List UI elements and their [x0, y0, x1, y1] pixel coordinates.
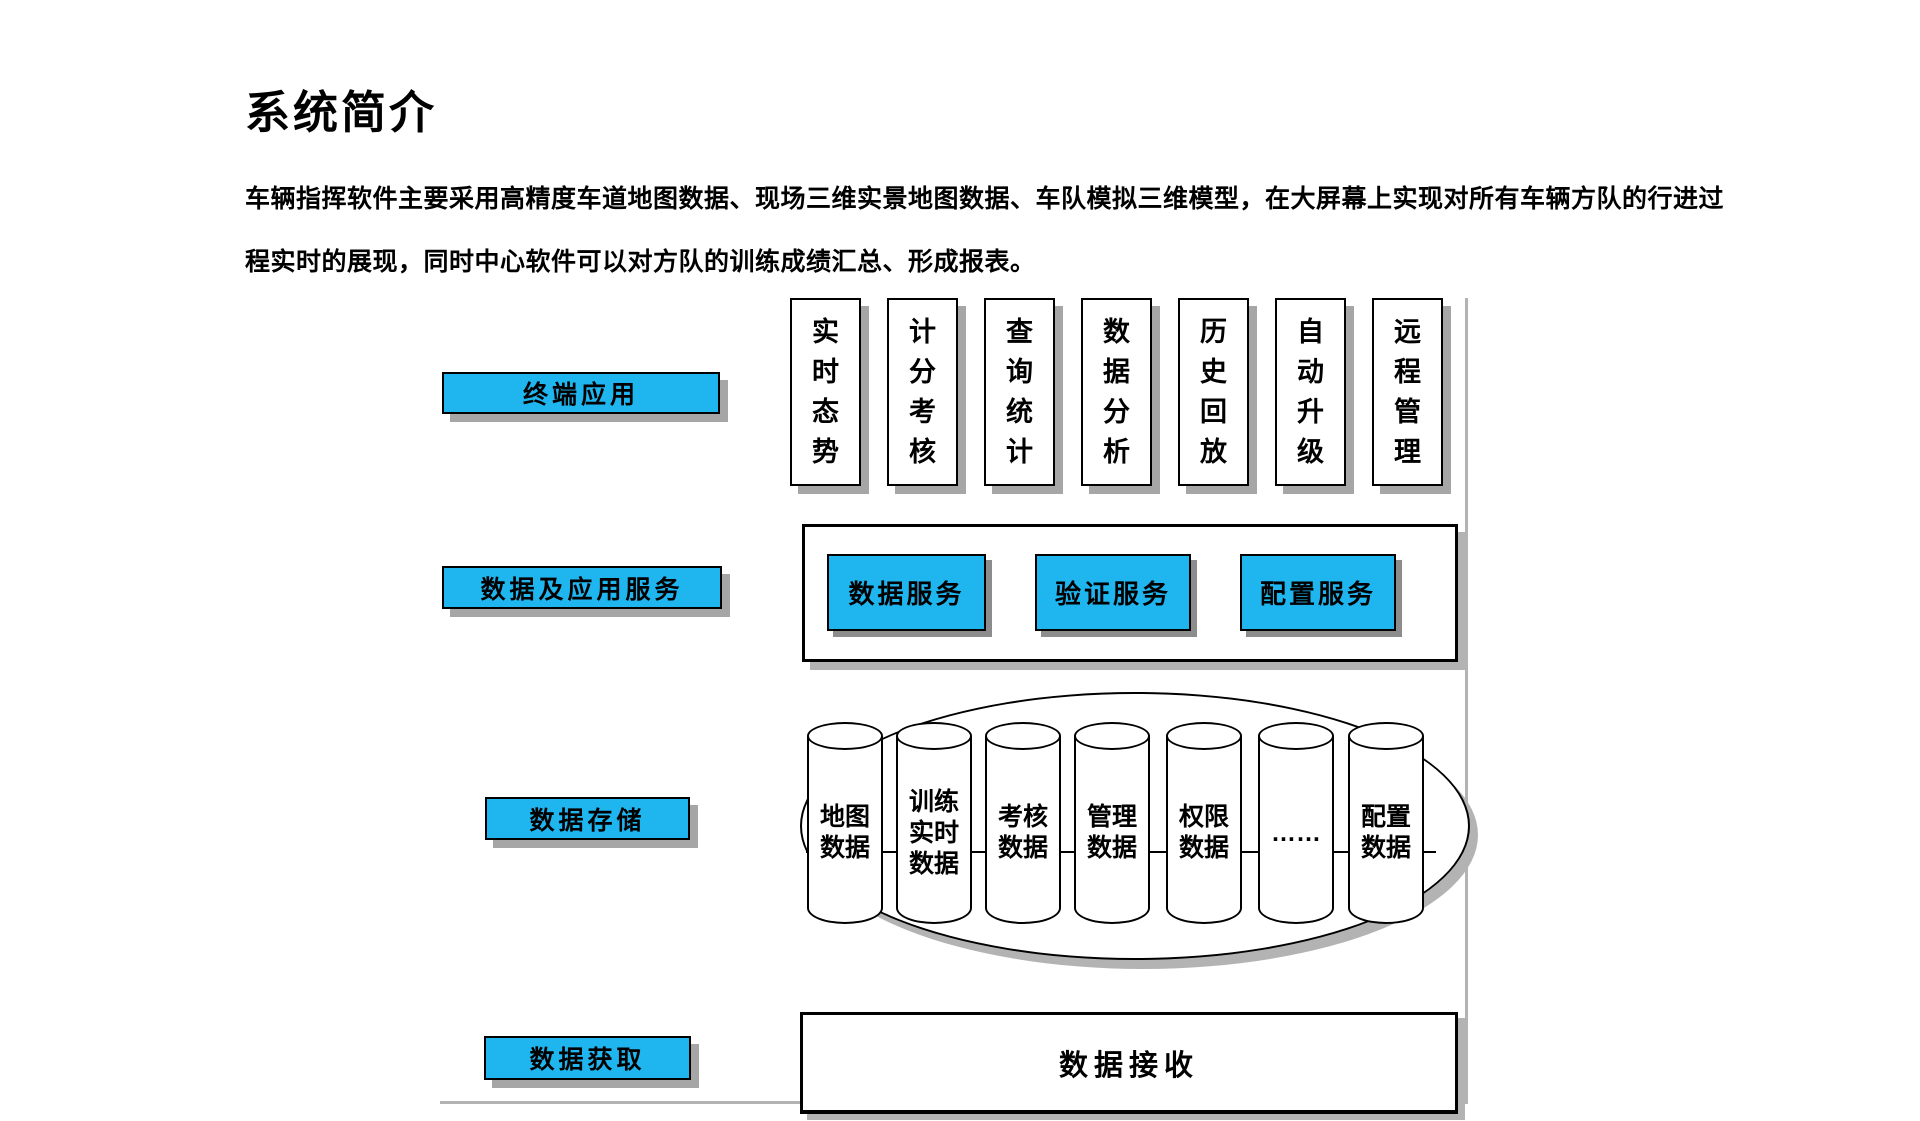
cylinder-training-realtime-data: 训练 实时 数据 — [896, 722, 972, 924]
app-box-query-statistics: 查询统计 — [984, 298, 1055, 486]
layer-label-text: 终端应用 — [522, 381, 639, 409]
cylinder-top — [1258, 722, 1334, 750]
app-box-label: 远程管理 — [1394, 317, 1421, 467]
layer-label-terminal-apps: 终端应用 — [442, 372, 720, 414]
cylinder-body — [1348, 736, 1424, 924]
layer-label-data-storage: 数据存储 — [485, 797, 690, 840]
app-box-realtime-situation: 实时态势 — [790, 298, 861, 486]
cylinder-label: 权限 数据 — [1178, 803, 1229, 862]
layer-label-text: 数据及应用服务 — [480, 575, 684, 604]
cylinder-management-data: 管理 数据 — [1074, 722, 1150, 924]
service-box-data-service: 数据服务 — [827, 554, 986, 631]
cylinder-top — [807, 722, 883, 750]
cylinder-configuration-data: 配置 数据 — [1348, 722, 1424, 924]
app-box-label: 查询统计 — [1006, 317, 1033, 467]
cylinder-body — [985, 736, 1061, 924]
cylinder-assessment-data: 考核 数据 — [985, 722, 1061, 924]
service-box-label: 配置服务 — [1259, 579, 1376, 609]
cylinder-body — [807, 736, 883, 924]
cylinder-top — [896, 722, 972, 750]
layer-label-text: 数据存储 — [529, 806, 646, 835]
app-box-remote-management: 远程管理 — [1372, 298, 1443, 486]
services-container: 数据服务 验证服务 配置服务 — [802, 524, 1458, 662]
service-box-label: 数据服务 — [848, 579, 965, 609]
layer-label-data-app-services: 数据及应用服务 — [442, 566, 722, 609]
data-receiver-label: 数据接收 — [1058, 1049, 1199, 1082]
cylinder-body — [896, 736, 972, 924]
cylinder-body — [1074, 736, 1150, 924]
cylinder-permission-data: 权限 数据 — [1166, 722, 1242, 924]
intro-paragraph: 车辆指挥软件主要采用高精度车道地图数据、现场三维实景地图数据、车队模拟三维模型，… — [245, 185, 1725, 276]
data-receiver-box: 数据接收 — [800, 1012, 1458, 1114]
cylinder-label: 管理 数据 — [1086, 803, 1137, 862]
layer-label-text: 数据获取 — [529, 1046, 646, 1074]
cylinder-label: 训练 实时 数据 — [908, 787, 959, 878]
app-box-scoring-assessment: 计分考核 — [887, 298, 958, 486]
app-box-auto-upgrade: 自动升级 — [1275, 298, 1346, 486]
app-box-label: 历史回放 — [1200, 317, 1227, 467]
cylinder-label: …… — [1271, 818, 1321, 847]
service-box-verification-service: 验证服务 — [1035, 554, 1191, 631]
cylinder-top — [985, 722, 1061, 750]
layer-label-data-acquisition: 数据获取 — [484, 1036, 691, 1080]
cylinder-label: 考核 数据 — [997, 803, 1048, 862]
cylinder-map-data: 地图 数据 — [807, 722, 883, 924]
app-box-data-analysis: 数据分析 — [1081, 298, 1152, 486]
cylinder-top — [1348, 722, 1424, 750]
app-box-label: 数据分析 — [1103, 317, 1130, 467]
service-box-configuration-service: 配置服务 — [1240, 554, 1396, 631]
cylinder-label: 配置 数据 — [1360, 803, 1411, 862]
cylinder-top — [1074, 722, 1150, 750]
cylinder-label: 地图 数据 — [819, 803, 870, 862]
app-box-history-playback: 历史回放 — [1178, 298, 1249, 486]
cylinder-body — [1258, 736, 1334, 924]
app-box-label: 自动升级 — [1297, 317, 1324, 467]
diagram-right-border — [1465, 298, 1468, 1104]
app-box-label: 计分考核 — [909, 317, 936, 467]
cylinder-top — [1166, 722, 1242, 750]
cylinder-ellipsis: …… — [1258, 722, 1334, 924]
page-title: 系统简介 — [245, 87, 438, 138]
service-box-label: 验证服务 — [1054, 579, 1171, 609]
app-box-label: 实时态势 — [812, 317, 839, 467]
cylinder-body — [1166, 736, 1242, 924]
